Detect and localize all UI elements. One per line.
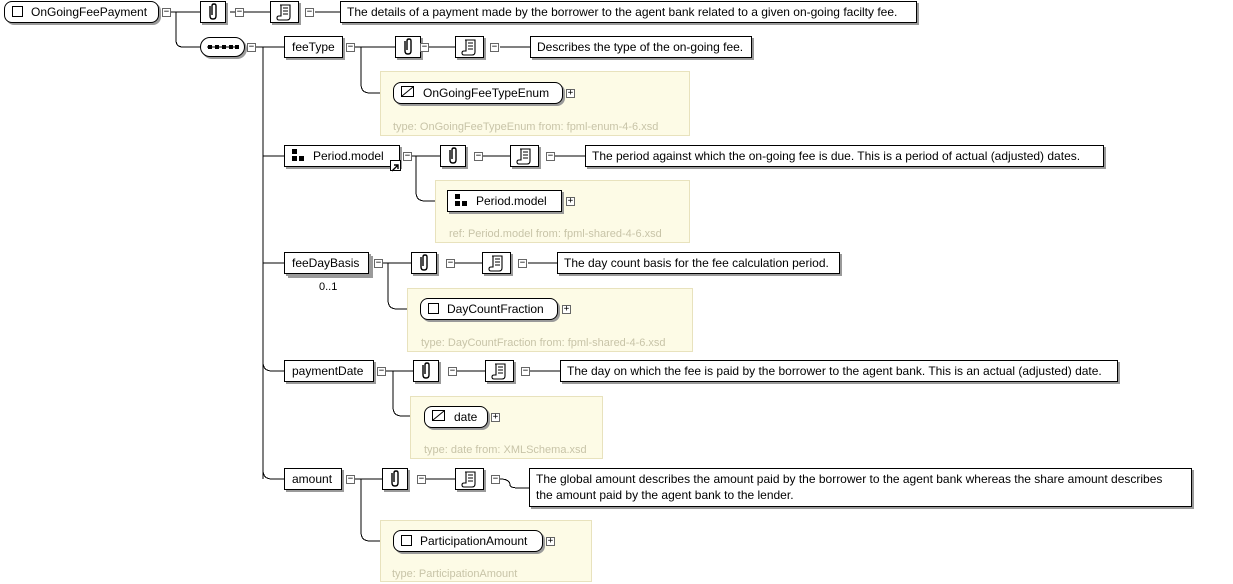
documentation-icon <box>455 36 484 58</box>
element-paymentdate[interactable]: paymentDate <box>284 360 374 382</box>
element-ongoingfeepayment[interactable]: OnGoingFeePayment <box>4 1 159 23</box>
annotation-icon <box>395 36 421 58</box>
collapse-toggle[interactable]: − <box>403 151 412 161</box>
collapse-toggle[interactable]: − <box>446 258 455 268</box>
annotation-icon <box>200 1 226 23</box>
collapse-toggle[interactable]: − <box>417 474 426 484</box>
expand-toggle[interactable]: + <box>566 88 575 98</box>
collapse-toggle[interactable]: − <box>374 258 383 268</box>
doc-line: The global amount describes the amount p… <box>536 472 1163 486</box>
complex-type-icon <box>401 535 412 546</box>
documentation-icon <box>485 360 514 382</box>
ref-period-model[interactable]: Period.model <box>447 190 562 212</box>
annotation-icon <box>413 360 439 382</box>
type-label: type: ParticipationAmount <box>392 568 518 580</box>
collapse-toggle[interactable]: − <box>235 7 244 17</box>
annotation-icon <box>382 468 408 490</box>
feedaybasis-documentation: The day count basis for the fee calculat… <box>557 252 840 274</box>
period-documentation: The period against which the on-going fe… <box>585 145 1104 167</box>
reference-arrow-icon <box>390 160 401 172</box>
cardinality: 0..1 <box>319 281 338 293</box>
expand-toggle[interactable]: + <box>546 536 555 546</box>
collapse-toggle[interactable]: − <box>305 7 314 17</box>
collapse-toggle[interactable]: − <box>346 42 355 52</box>
amount-documentation: The global amount describes the amount p… <box>529 468 1192 507</box>
element-feedaybasis[interactable]: feeDayBasis <box>284 252 369 274</box>
type-label: type: OnGoingFeeTypeEnum from: fpml-enum… <box>393 121 659 133</box>
type-participationamount[interactable]: ParticipationAmount <box>393 530 543 552</box>
type-label: type: date from: XMLSchema.xsd <box>424 444 587 456</box>
type-date[interactable]: date <box>424 406 488 428</box>
complex-type-icon <box>428 303 439 314</box>
expand-toggle[interactable]: + <box>491 412 500 422</box>
collapse-toggle[interactable]: − <box>162 7 171 17</box>
collapse-toggle[interactable]: − <box>546 151 555 161</box>
root-documentation: The details of a payment made by the bor… <box>340 1 917 23</box>
collapse-toggle[interactable]: − <box>491 474 500 484</box>
doc-line: the amount paid by the agent bank to the… <box>536 488 794 502</box>
type-label: ref: Period.model from: fpml-shared-4-6.… <box>449 228 662 240</box>
collapse-toggle[interactable]: − <box>521 366 530 376</box>
simple-type-icon <box>432 410 445 421</box>
collapse-toggle[interactable]: − <box>518 258 527 268</box>
collapse-toggle[interactable]: − <box>247 42 256 52</box>
documentation-icon <box>510 145 539 167</box>
annotation-icon <box>440 145 466 167</box>
group-icon <box>455 194 467 206</box>
type-ongoingfeetypeenum[interactable]: OnGoingFeeTypeEnum <box>393 82 563 104</box>
expand-toggle[interactable]: + <box>566 196 575 206</box>
documentation-icon <box>455 468 484 490</box>
expand-toggle[interactable]: + <box>562 304 571 314</box>
paymentdate-documentation: The day on which the fee is paid by the … <box>560 360 1118 382</box>
sequence-compositor[interactable] <box>200 37 245 57</box>
group-period-model[interactable]: Period.model <box>284 145 400 167</box>
documentation-icon <box>482 252 511 274</box>
collapse-toggle[interactable]: − <box>346 474 355 484</box>
element-icon <box>12 6 23 17</box>
type-label: type: DayCountFraction from: fpml-shared… <box>421 337 666 349</box>
type-daycountfraction[interactable]: DayCountFraction <box>420 298 558 320</box>
collapse-toggle[interactable]: − <box>420 42 429 52</box>
element-feetype[interactable]: feeType <box>284 36 343 58</box>
collapse-toggle[interactable]: − <box>474 151 483 161</box>
simple-type-icon <box>401 86 414 97</box>
documentation-icon <box>270 1 299 23</box>
annotation-icon <box>411 252 437 274</box>
collapse-toggle[interactable]: − <box>448 366 457 376</box>
collapse-toggle[interactable]: − <box>490 42 499 52</box>
collapse-toggle[interactable]: − <box>377 366 386 376</box>
feetype-documentation: Describes the type of the on-going fee. <box>530 36 752 58</box>
group-icon <box>292 149 304 161</box>
element-amount[interactable]: amount <box>284 468 342 490</box>
